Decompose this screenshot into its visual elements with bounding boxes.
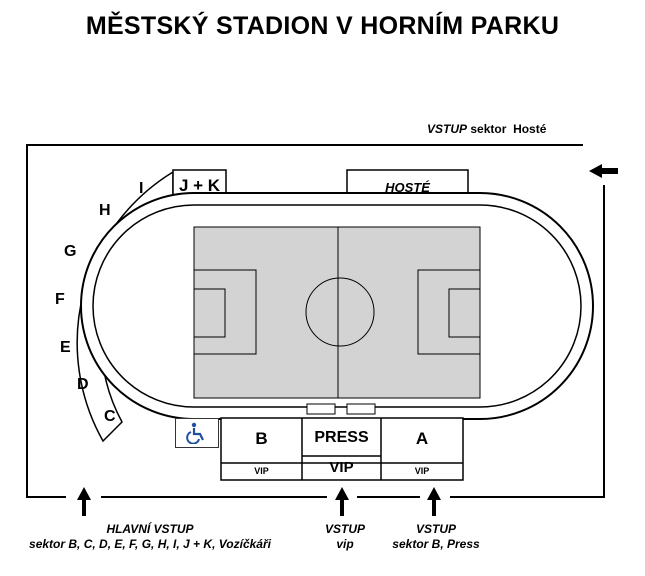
vip-entrance-caption: VSTUP vip — [305, 522, 385, 552]
vip-press-label: VIP — [329, 459, 354, 476]
vip-b-label: VIP — [254, 466, 269, 476]
main-entrance-title: HLAVNÍ VSTUP — [106, 522, 194, 536]
vip-entrance-sectors: vip — [336, 537, 354, 551]
sector-b-label: B — [255, 429, 268, 448]
vip-entrance-title: VSTUP — [324, 522, 365, 536]
sector-e-label: E — [60, 339, 71, 356]
page-title: MĚSTSKÝ STADION V HORNÍM PARKU — [85, 12, 560, 40]
entrance-hoste-vstup: VSTUP — [427, 122, 468, 136]
press-entrance-title: VSTUP — [415, 522, 456, 536]
arrow-icon — [77, 164, 618, 516]
sector-jk-label: J + K — [178, 176, 221, 195]
sector-i-label: I — [139, 180, 144, 197]
sector-press-label: PRESS — [314, 429, 369, 446]
bench-right — [346, 403, 376, 415]
vip-a-label: VIP — [414, 466, 430, 476]
sector-g-label: G — [64, 243, 77, 260]
press-entrance-caption: VSTUP sektor B, Press — [380, 522, 492, 552]
bench-left — [306, 403, 336, 415]
perimeter-fence — [26, 144, 605, 498]
sector-d-label: D — [77, 376, 89, 393]
main-stand — [220, 417, 464, 481]
main-entrance-sectors: sektor B, C, D, E, F, G, H, I, J + K, Vo… — [29, 537, 271, 551]
football-pitch — [193, 226, 481, 399]
sector-a-label: A — [415, 429, 429, 448]
wheelchair-area — [175, 418, 219, 448]
main-entrance-caption: HLAVNÍ VSTUP sektor B, C, D, E, F, G, H,… — [0, 522, 300, 552]
entrance-hoste-name: Hosté — [513, 122, 547, 136]
sector-hoste-label: HOSTÉ — [385, 180, 430, 195]
sector-c-label: C — [104, 408, 116, 425]
press-entrance-sectors: sektor B, Press — [392, 537, 480, 551]
entrance-hoste-caption: VSTUP sektor Hosté — [427, 122, 546, 136]
sector-h-label: H — [99, 202, 111, 219]
sector-f-label: F — [55, 291, 65, 308]
wheelchair-icon — [186, 422, 204, 444]
entrance-hoste-sektor: sektor — [470, 122, 507, 136]
